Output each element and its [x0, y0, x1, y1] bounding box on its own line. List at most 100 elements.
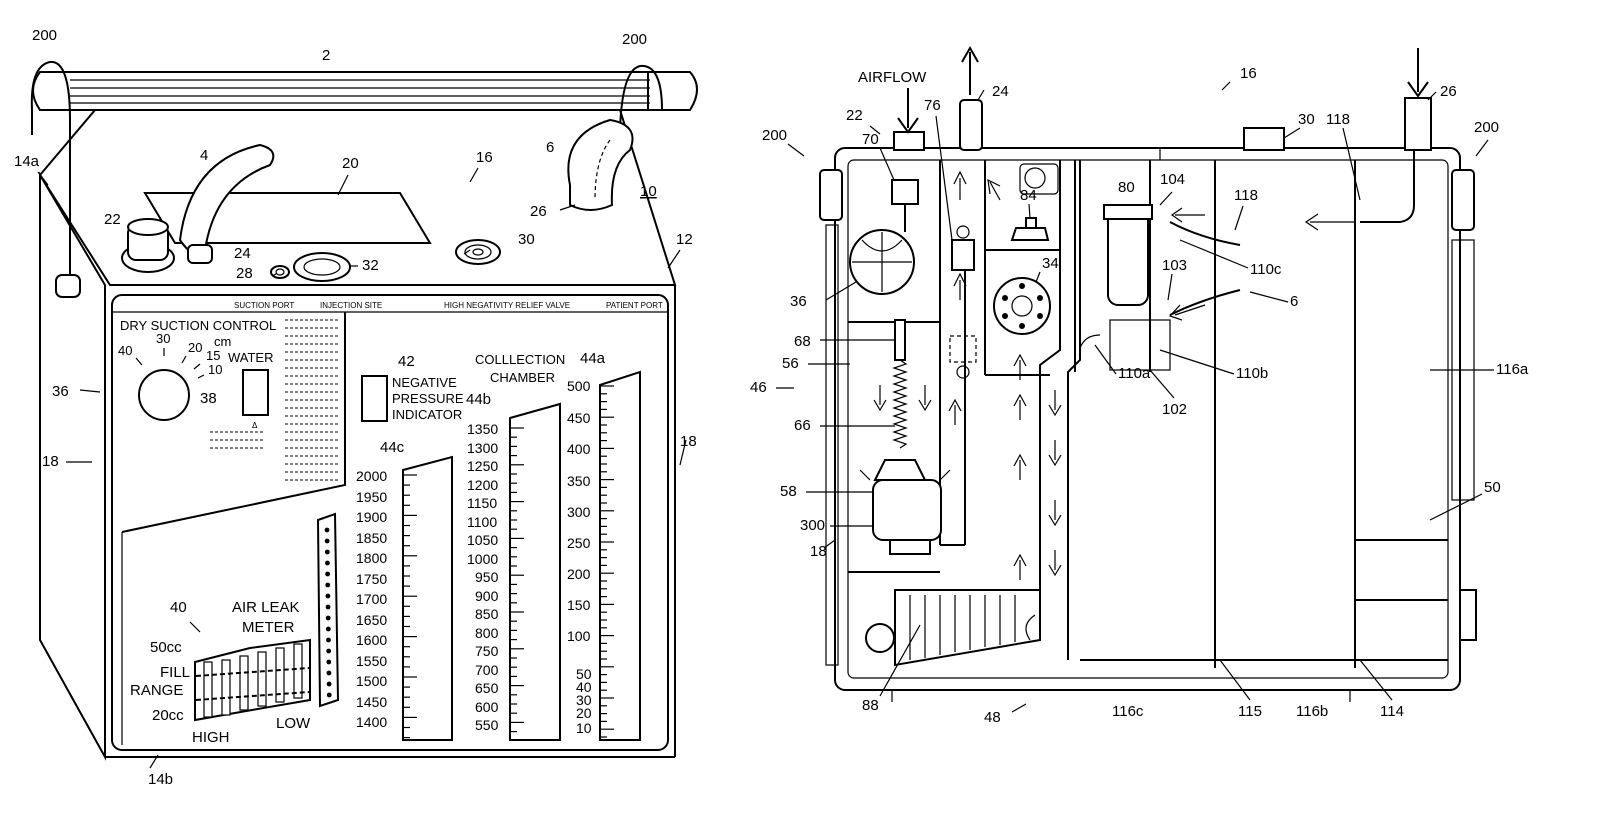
ref-48: 48	[984, 709, 1001, 726]
ref-30-left: 30	[518, 231, 535, 248]
ref-36-left: 36	[52, 383, 69, 400]
meter-dot	[326, 670, 332, 676]
npi-line2: PRESSURE	[392, 391, 464, 406]
injection-site-32	[293, 252, 351, 282]
ref-16-right: 16	[1240, 65, 1257, 82]
ref-70: 70	[862, 131, 879, 148]
meter-dot	[325, 626, 331, 632]
ref-24-right: 24	[992, 83, 1009, 100]
ref-76: 76	[924, 97, 941, 114]
port-26	[567, 118, 634, 211]
s44c-4: 1800	[356, 550, 387, 566]
right-figure: AIRFLOW 16 22 24 26 200 200 70 76 30 118…	[750, 45, 1529, 726]
hanger-left	[30, 60, 71, 280]
regulator-34	[993, 277, 1051, 335]
meter-dot	[324, 527, 330, 533]
s44a-2: 400	[567, 441, 591, 457]
meter-dot	[326, 681, 332, 687]
knob-22	[121, 218, 175, 273]
s44c-3: 1850	[356, 530, 387, 546]
s44c-2: 1900	[356, 509, 387, 525]
ref-200-right-b: 200	[1474, 119, 1499, 136]
s44b-11: 800	[475, 625, 499, 641]
meter-dot	[326, 659, 332, 665]
range-label: RANGE	[130, 682, 183, 699]
panel-suction-port: SUCTION PORT	[234, 301, 294, 310]
ref-66: 66	[794, 417, 811, 434]
ref-200-left-a: 200	[32, 27, 57, 44]
ref-34: 34	[1042, 255, 1059, 272]
fill-bottom: 20cc	[152, 707, 184, 724]
ref-22-right: 22	[846, 107, 863, 124]
dial-ticks	[135, 348, 205, 379]
s44a-7: 150	[567, 597, 591, 613]
airflow-arrow	[897, 88, 919, 134]
valve-30-right	[1243, 127, 1285, 151]
ref-118-a: 118	[1326, 111, 1350, 128]
dry-suction-dial[interactable]	[138, 369, 190, 421]
port-22-right	[893, 131, 925, 151]
ref-110c: 110c	[1250, 261, 1282, 278]
ref-30-right: 30	[1298, 111, 1315, 128]
meter-dot	[326, 637, 331, 643]
hanger-right	[619, 64, 663, 131]
s44b-9: 900	[475, 588, 499, 604]
meter-dot	[325, 582, 331, 588]
s44c-7: 1650	[356, 612, 387, 628]
ref-200-right-a: 200	[762, 127, 787, 144]
ref-18-left-b: 18	[680, 433, 697, 450]
ref-84: 84	[1020, 187, 1037, 204]
s44b-6: 1050	[467, 532, 498, 548]
ref-80: 80	[1118, 179, 1135, 196]
exhaust-arrow	[961, 45, 979, 95]
ref-200-left-b: 200	[622, 31, 647, 48]
fill-label: FILL	[160, 664, 190, 681]
meter-dot	[325, 593, 331, 599]
ref-115: 115	[1238, 703, 1262, 720]
s44a-8: 100	[567, 628, 591, 644]
dry-suction-title: DRY SUCTION CONTROL	[120, 318, 276, 333]
valve-28	[270, 265, 290, 279]
ref-56: 56	[782, 355, 799, 372]
s44b-16: 550	[475, 717, 499, 733]
s44a-6: 200	[567, 566, 591, 582]
left-lug	[819, 169, 843, 221]
ref-38: 38	[200, 390, 217, 407]
ref-44a: 44a	[580, 350, 606, 367]
s44a-5: 250	[567, 535, 591, 551]
unit-top	[38, 109, 677, 286]
valve-76	[951, 239, 975, 271]
negative-pressure-window	[361, 375, 388, 422]
tick-10: 10	[208, 362, 222, 377]
s44b-0: 1350	[467, 421, 498, 437]
port-24-right	[959, 99, 983, 151]
hanger-hook-left	[55, 274, 81, 298]
ref-4: 4	[200, 147, 208, 164]
ref-22-left: 22	[104, 211, 121, 228]
ref-116b: 116b	[1296, 703, 1328, 720]
svg-text:Δ: Δ	[252, 421, 258, 430]
s44a-12: 20	[576, 705, 592, 721]
ref-26-right: 26	[1440, 83, 1457, 100]
ref-16-left: 16	[476, 149, 493, 166]
ref-42: 42	[398, 353, 415, 370]
meter-dot	[326, 692, 332, 698]
left-figure: SUCTION PORT INJECTION SITE HIGH NEGATIV…	[14, 27, 698, 788]
inlet-tube-26	[1360, 150, 1415, 223]
meter-dot	[325, 560, 330, 566]
meter-dot	[325, 571, 330, 577]
s44b-8: 950	[475, 569, 499, 585]
ref-110b: 110b	[1236, 365, 1268, 382]
ref-2: 2	[322, 47, 330, 64]
ref-46: 46	[750, 379, 767, 396]
dry-suction-unit-cm: cm	[214, 334, 231, 349]
tick-20: 20	[188, 340, 202, 355]
housing-inner	[847, 159, 1449, 679]
s44b-12: 750	[475, 643, 499, 659]
s44b-15: 600	[475, 699, 499, 715]
s44a-9: 50	[576, 666, 592, 682]
suction-port-4	[178, 143, 275, 264]
air-leak-title1: AIR LEAK	[232, 599, 300, 616]
npi-line3: INDICATOR	[392, 407, 462, 422]
